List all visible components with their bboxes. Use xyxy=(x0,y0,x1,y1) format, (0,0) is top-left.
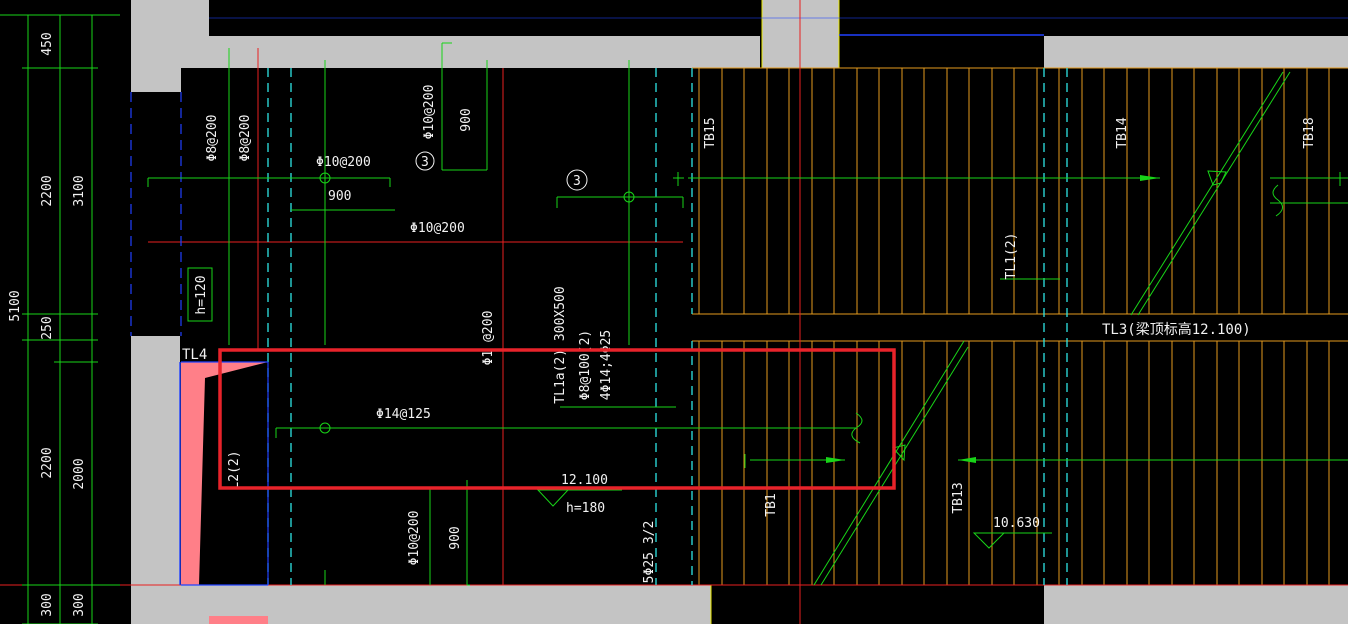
stair-landing xyxy=(692,313,1348,342)
hidden-lines xyxy=(267,68,1068,585)
member-tb18: TB18 xyxy=(1302,117,1317,148)
beam-callout-bars: 4Φ14;4Φ25 xyxy=(599,330,614,400)
member-tb1: TB1 xyxy=(764,493,779,516)
label-circle-3-left: 3 xyxy=(421,155,429,170)
dim-2200-upper: 2200 xyxy=(40,175,55,206)
beam-callout: TL1a(2) 300X500 Φ8@100(2) 4Φ14;4Φ25 xyxy=(553,286,614,403)
label-phi10-200-top: Φ10@200 xyxy=(316,155,371,170)
beam-callout-name: TL1a(2) 300X500 xyxy=(553,286,568,403)
member-tb15: TB15 xyxy=(703,117,718,148)
slab-annotations: h=120 12.100 h=180 10.630 xyxy=(187,267,1040,531)
member-tl3: TL3(梁顶标高12.100) xyxy=(1102,321,1251,338)
circle-marker-3-right xyxy=(566,169,588,191)
label-phi-200-vertical: Φ1 @200 xyxy=(481,311,496,366)
dim-300-a: 300 xyxy=(40,593,55,616)
dim-5100: 5100 xyxy=(8,290,23,321)
dim-2200-lower: 2200 xyxy=(40,447,55,478)
label-900-upright: 900 xyxy=(459,108,474,131)
label-phi10-200-bottom: Φ10@200 xyxy=(407,511,422,566)
label-900-bottom: 900 xyxy=(448,526,463,549)
label-phi10-200-circle: Φ10@200 xyxy=(422,85,437,140)
member-tb14: TB14 xyxy=(1115,117,1130,148)
dim-450: 450 xyxy=(40,32,55,55)
member-labels: TL4 L2(2) TL1(2) TL3(梁顶标高12.100) TB15 TB… xyxy=(182,117,1317,517)
dim-250: 250 xyxy=(40,316,55,339)
label-phi14-125: Φ14@125 xyxy=(376,407,431,422)
label-circle-3-right: 3 xyxy=(573,174,581,189)
walls xyxy=(131,0,1348,624)
dim-300-b: 300 xyxy=(72,593,87,616)
dim-2000: 2000 xyxy=(72,458,87,489)
highlight-box[interactable] xyxy=(218,348,896,490)
label-phi8-200-a: Φ8@200 xyxy=(205,115,220,162)
label-phi8-200-b: Φ8@200 xyxy=(238,115,253,162)
dim-3100: 3100 xyxy=(72,175,87,206)
member-tb13: TB13 xyxy=(951,482,966,513)
circle-marker-3-left xyxy=(415,151,435,171)
slab-level-10630: 10.630 xyxy=(993,516,1040,531)
member-tl1: TL1(2) xyxy=(1004,233,1019,280)
slab-edge xyxy=(130,92,182,585)
label-bottom-bars: 5Φ25 3/2 xyxy=(642,521,657,584)
beam-callout-stirrups: Φ8@100(2) xyxy=(578,330,593,400)
slab-level-12100: 12.100 xyxy=(561,473,608,488)
rebar-lines xyxy=(147,42,1348,586)
member-tl4: TL4 xyxy=(182,347,207,363)
stair-treads xyxy=(692,67,1348,585)
label-900-top: 900 xyxy=(328,189,351,204)
member-l2: L2(2) xyxy=(227,450,242,489)
slab-h120: h=120 xyxy=(194,275,209,314)
label-phi10-200-mid: Φ10@200 xyxy=(410,221,465,236)
left-dimensions: 5100 450 2200 250 2200 300 3100 2000 300 xyxy=(0,14,120,624)
slab-h180: h=180 xyxy=(566,501,605,516)
tl4-section xyxy=(181,361,269,624)
